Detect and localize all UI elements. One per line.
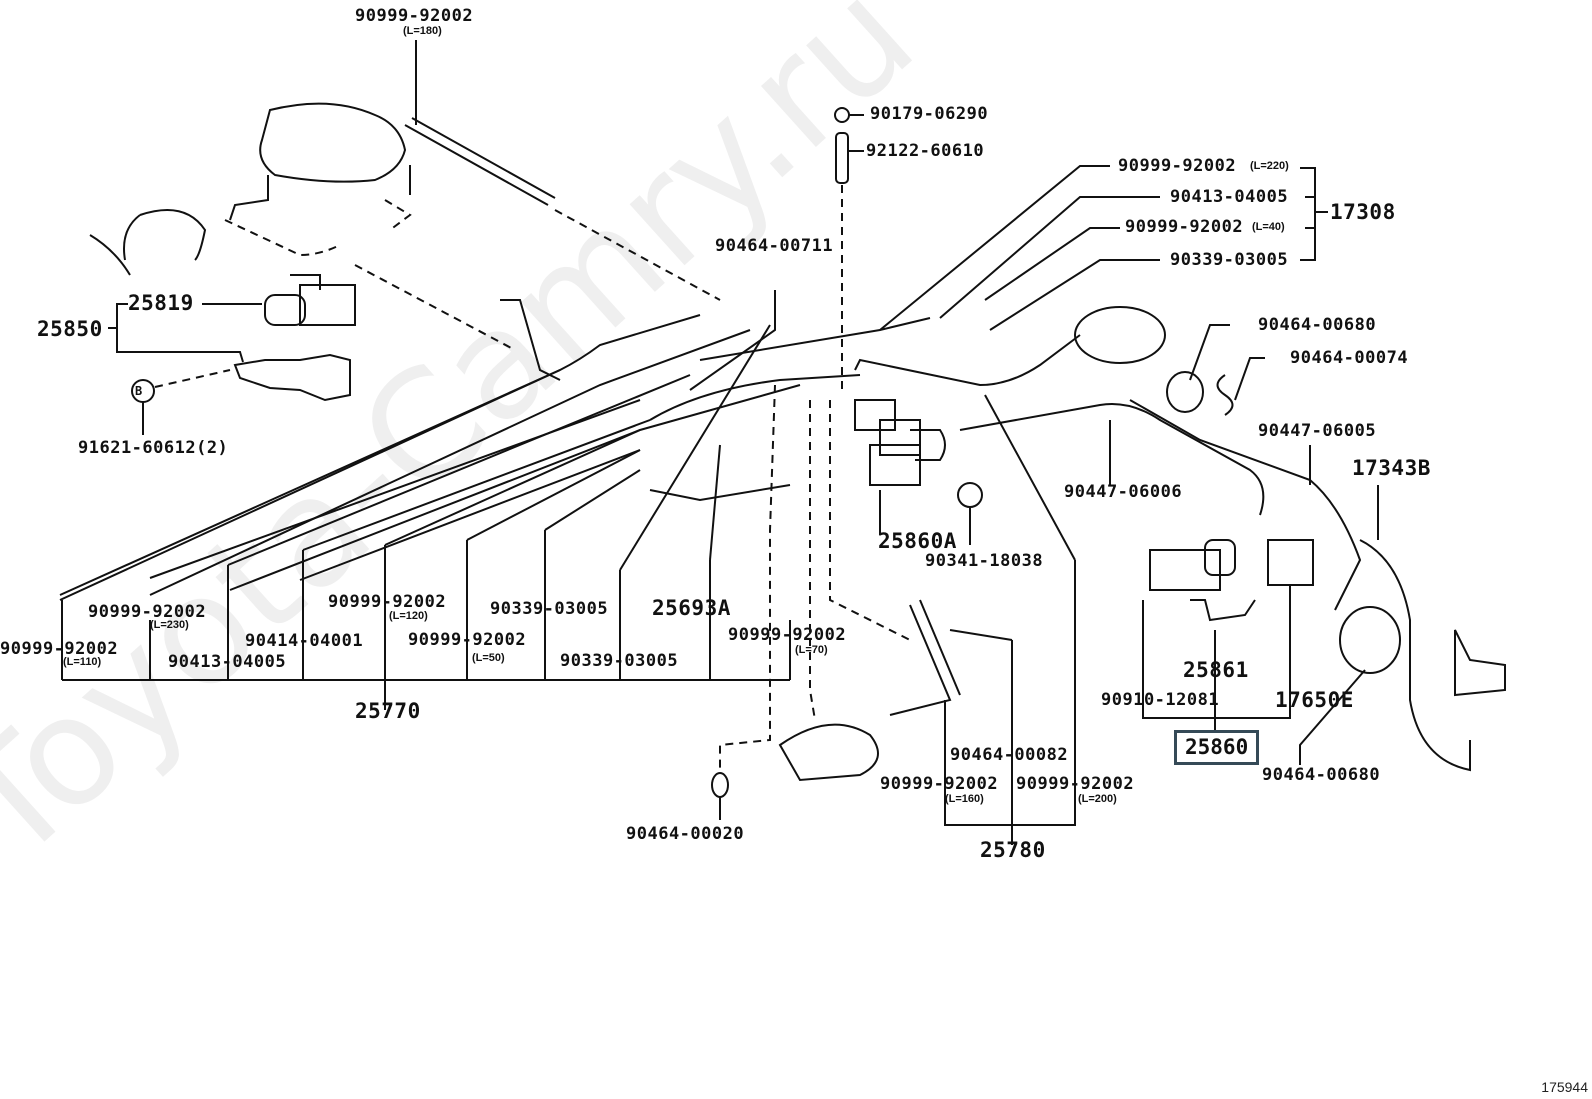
part-label-90999-92002-l110[interactable]: 90999-92002 [0, 639, 119, 659]
part-label-90999-92002-l220[interactable]: 90999-92002 [1118, 156, 1237, 176]
bracket-25780 [944, 394, 1076, 845]
diagram-reference-number: 175944 [1541, 1079, 1588, 1095]
length-label-l70: (L=70) [795, 644, 828, 656]
part-label-90464-00020[interactable]: 90464-00020 [626, 824, 745, 844]
part-label-90464-00680-bottom[interactable]: 90464-00680 [1262, 765, 1381, 785]
part-label-90464-00074[interactable]: 90464-00074 [1290, 348, 1409, 368]
part-label-90413-04005-top[interactable]: 90413-04005 [1170, 187, 1289, 207]
assembly-label-25860-highlighted[interactable]: 25860 [1174, 730, 1260, 765]
part-label-90999-92002-l120[interactable]: 90999-92002 [328, 592, 447, 612]
length-label-l230: (L=230) [150, 619, 189, 631]
part-label-17650e[interactable]: 17650E [1275, 688, 1354, 712]
damper-drawing [1074, 306, 1166, 364]
length-label-l110: (L=110) [63, 656, 102, 668]
length-label-l160: (L=160) [945, 793, 984, 805]
part-label-92122-60610[interactable]: 92122-60610 [866, 141, 985, 161]
part-label-90339-03005-top[interactable]: 90339-03005 [1170, 250, 1289, 270]
part-label-90341-18038[interactable]: 90341-18038 [925, 551, 1044, 571]
bracket-25860 [1142, 585, 1291, 735]
leader-lines [689, 290, 1379, 765]
length-label-l40: (L=40) [1252, 221, 1285, 233]
part-label-90179-06290[interactable]: 90179-06290 [870, 104, 989, 124]
bolt-drawing [957, 482, 983, 545]
length-label-l200: (L=200) [1078, 793, 1117, 805]
assembly-label-25780[interactable]: 25780 [980, 838, 1046, 862]
assembly-label-25770[interactable]: 25770 [355, 699, 421, 723]
part-label-25860a[interactable]: 25860A [878, 529, 957, 553]
bracket-line-25850 [116, 303, 244, 363]
part-label-90999-92002-l40[interactable]: 90999-92002 [1125, 217, 1244, 237]
part-label-90339-03005-a[interactable]: 90339-03005 [490, 599, 609, 619]
length-label-l50: (L=50) [472, 652, 505, 664]
part-label-90999-92002-l160[interactable]: 90999-92002 [880, 774, 999, 794]
part-label-90447-06006[interactable]: 90447-06006 [1064, 482, 1183, 502]
part-label-25819[interactable]: 25819 [128, 291, 194, 315]
bracket-17308 [879, 165, 1328, 331]
assembly-label-17308[interactable]: 17308 [1330, 200, 1396, 224]
part-label-90464-00711[interactable]: 90464-00711 [715, 236, 834, 256]
vacuum-hoses-drawing [59, 299, 1471, 772]
dashed-leaders [719, 384, 911, 770]
vsv-25860a-drawing [854, 399, 946, 535]
stud-drawing [834, 107, 864, 390]
part-label-90999-92002-l180[interactable]: 90999-92002 [355, 6, 474, 26]
length-label-l120: (L=120) [389, 610, 428, 622]
vsv-25819-drawing [202, 274, 356, 326]
part-label-91621-60612[interactable]: 91621-60612(2) [78, 438, 229, 458]
part-label-25693a[interactable]: 25693A [652, 596, 731, 620]
clamps-drawing [1166, 371, 1401, 674]
part-label-90999-92002-l50[interactable]: 90999-92002 [408, 630, 527, 650]
bolt-marker-b: B [135, 384, 143, 398]
part-label-90910-12081[interactable]: 90910-12081 [1101, 690, 1220, 710]
part-label-90999-92002-l200[interactable]: 90999-92002 [1016, 774, 1135, 794]
part-label-90414-04001[interactable]: 90414-04001 [245, 631, 364, 651]
throttle-body-drawing [89, 102, 412, 276]
length-label-l220: (L=220) [1250, 160, 1289, 172]
bracket-25770 [59, 324, 791, 710]
bracket-drawing [131, 353, 351, 435]
part-label-90464-00680-top[interactable]: 90464-00680 [1258, 315, 1377, 335]
hose-l180 [404, 40, 721, 301]
part-label-90339-03005-b[interactable]: 90339-03005 [560, 651, 679, 671]
assembly-label-25850[interactable]: 25850 [37, 317, 103, 341]
part-label-90413-04005-bottom[interactable]: 90413-04005 [168, 652, 287, 672]
part-label-17343b[interactable]: 17343B [1352, 456, 1431, 480]
part-label-90999-92002-l230[interactable]: 90999-92002 [88, 602, 207, 622]
part-label-90464-00082[interactable]: 90464-00082 [950, 745, 1069, 765]
part-label-90999-92002-l70[interactable]: 90999-92002 [728, 625, 847, 645]
part-label-25861[interactable]: 25861 [1183, 658, 1249, 682]
length-label-l180: (L=180) [403, 25, 442, 37]
part-label-90447-06005[interactable]: 90447-06005 [1258, 421, 1377, 441]
diaphragm-drawing [711, 599, 961, 820]
